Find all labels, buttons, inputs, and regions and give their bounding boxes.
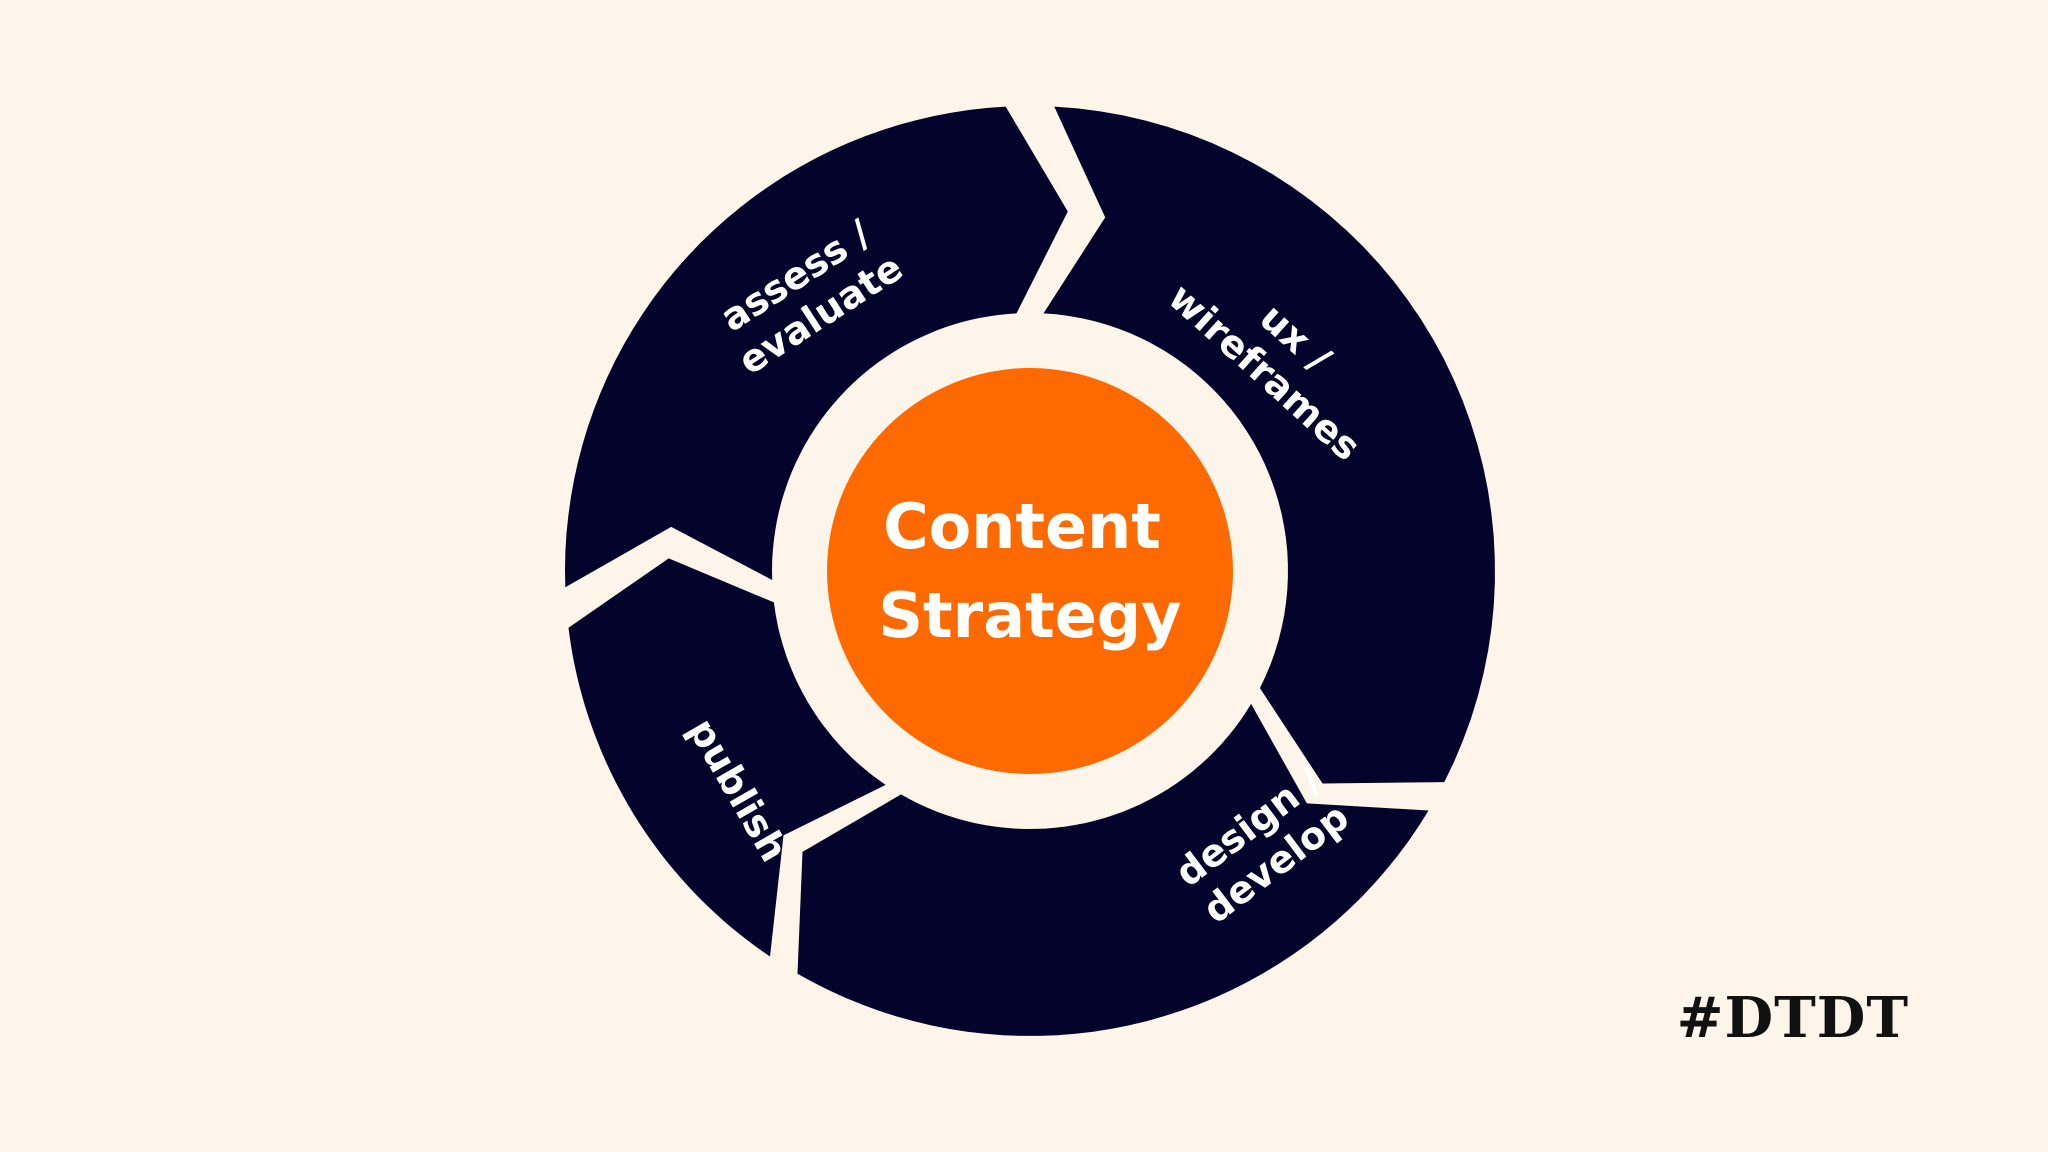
center-label-line-2: Strategy <box>878 579 1181 652</box>
segment-ux <box>1043 106 1495 784</box>
center-circle <box>827 368 1233 774</box>
segment-publish <box>568 558 886 957</box>
cycle-segments <box>565 106 1495 1036</box>
center-label-line-1: Content <box>883 490 1161 563</box>
segment-assess <box>565 106 1068 588</box>
hashtag-label: #DTDT <box>1676 985 1909 1051</box>
segment-design <box>797 703 1429 1036</box>
